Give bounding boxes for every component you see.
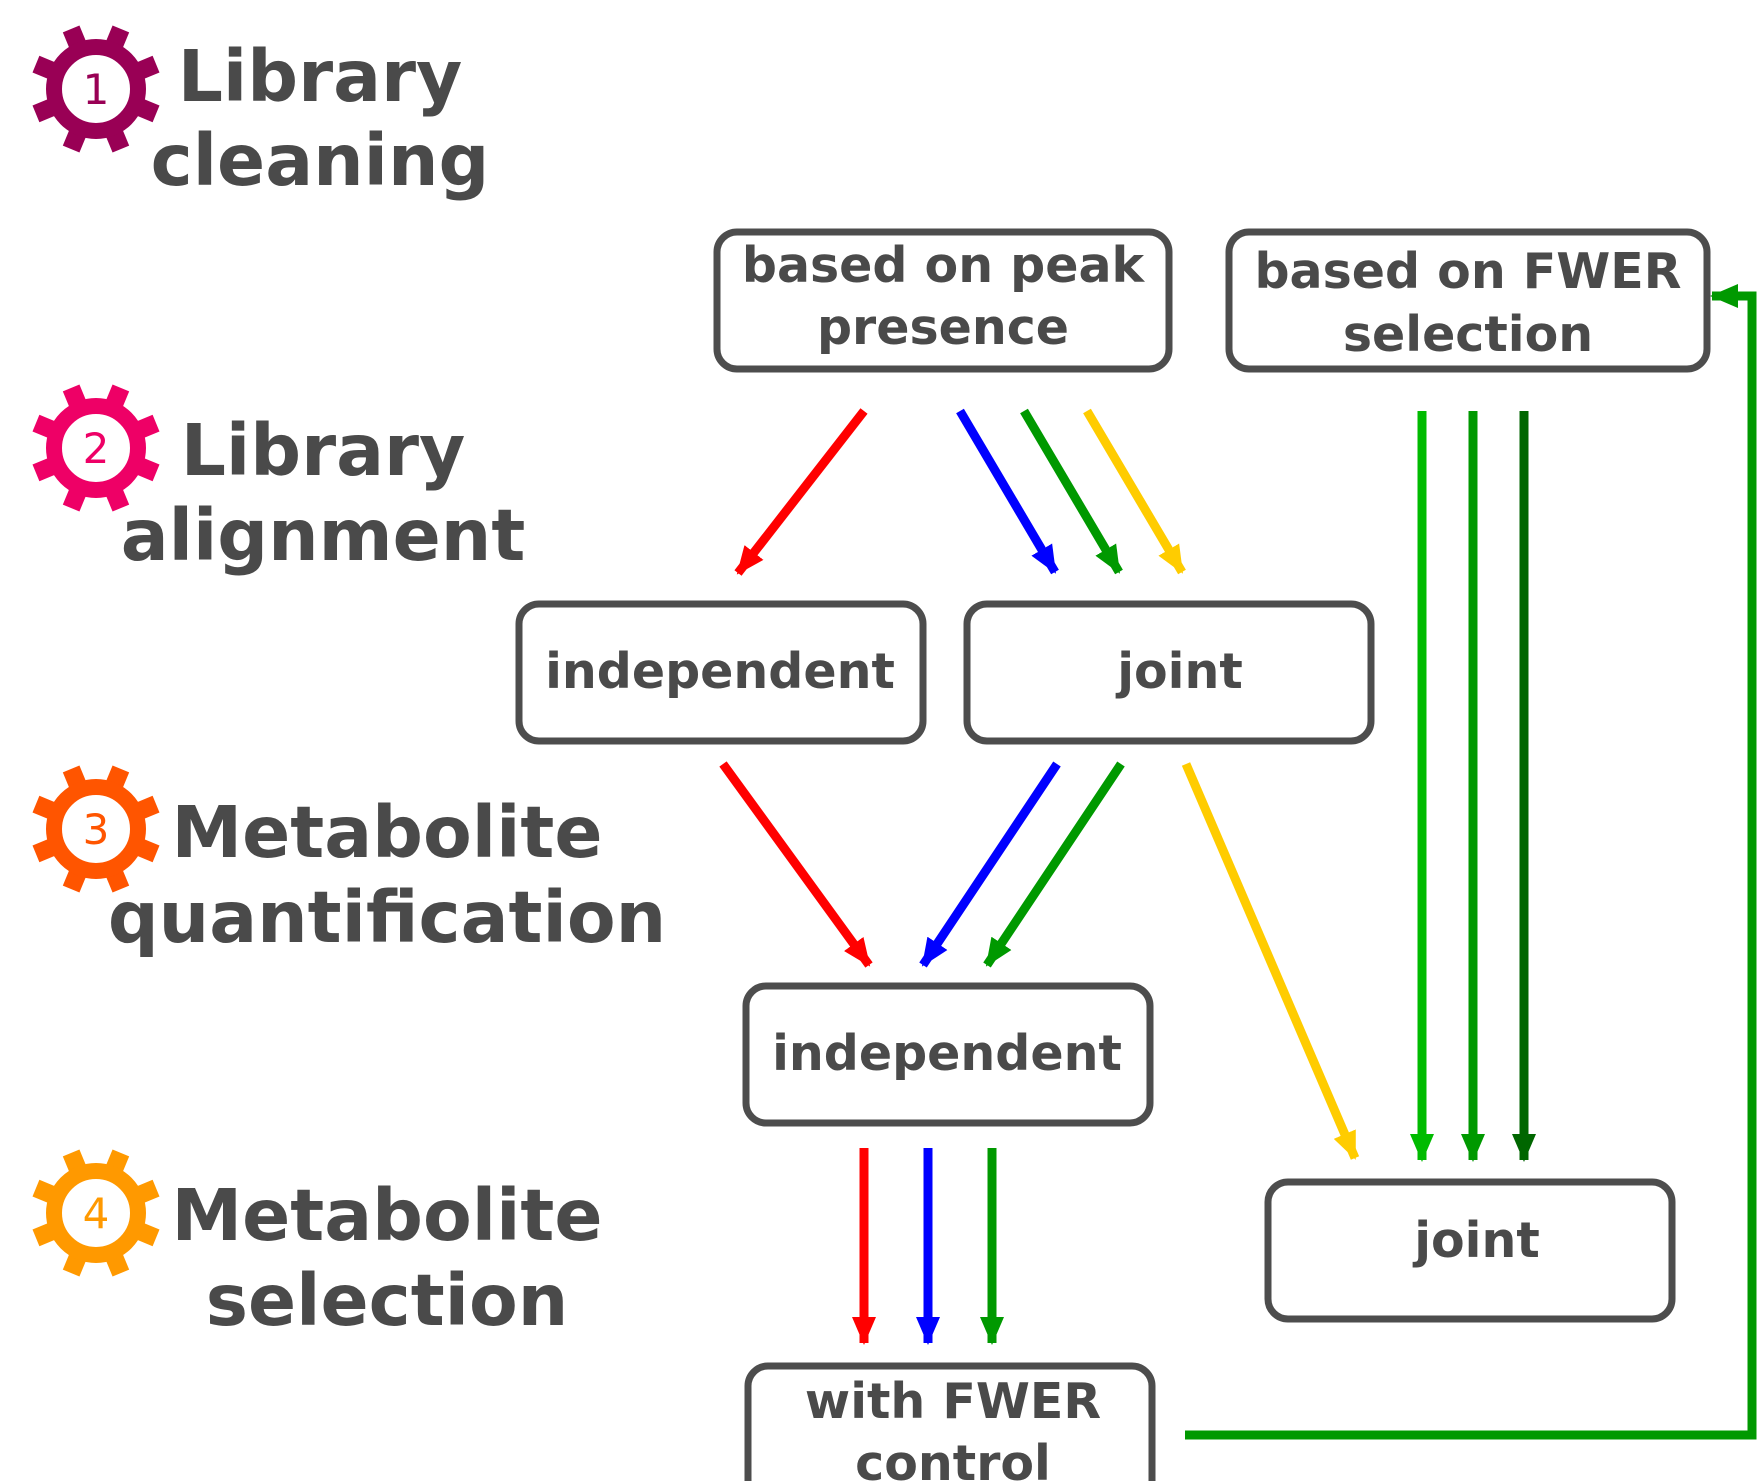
node-box [963,600,1375,745]
stage-number: 3 [83,805,110,854]
node-alignment-joint: joint [963,600,1375,745]
stage-number: 2 [83,424,110,473]
arrow-red [734,408,868,576]
node-quantification-joint: joint [1264,1178,1676,1323]
gear-ring [46,39,146,139]
arrow-yellow [1181,762,1360,1160]
stage-title-line-2: alignment [121,494,526,577]
node-label: joint [1412,1212,1540,1269]
node-box [713,228,1173,373]
node-box [744,1362,1156,1481]
gear-icon [32,25,160,153]
node-label-line-1: based on peak [742,237,1146,294]
node-label-line-2: presence [817,299,1069,356]
stage-title-line-2: selection [206,1259,569,1342]
stage-title-line-1: Library [181,409,466,492]
stage-title-line-2: cleaning [151,119,490,202]
node-label-line-1: with FWER [805,1373,1101,1430]
arrows [719,284,1757,1440]
node-label-line-2: selection [1343,306,1593,363]
node-label: joint [1115,643,1243,700]
node-cleaning-fwer: based on FWER selection [1225,228,1711,373]
arrow-red [719,761,873,968]
node-label-line-1: based on FWER [1254,243,1681,300]
node-box [1264,1178,1676,1323]
node-quantification-independent: independent [742,982,1154,1127]
node-cleaning-peak: based on peak presence [713,228,1173,373]
node-label: independent [545,643,895,700]
node-label-line-2: control [855,1435,1051,1481]
node-box [742,982,1154,1127]
arrow-blue [956,408,1059,575]
arrow-green [1020,408,1123,575]
stage-3: 3 Metabolite quantification [32,765,666,959]
stage-title-line-1: Metabolite [171,1174,602,1257]
arrow-green [983,761,1125,968]
gear-icon [32,765,160,893]
gear-icon [32,1149,160,1277]
gear-ring [46,1163,146,1263]
stage-number: 1 [83,65,110,114]
node-box [1225,228,1711,373]
stage-title-line-2: quantification [108,876,666,959]
node-selection-fwer: with FWER control [744,1362,1156,1481]
arrow-yellow [1083,408,1186,575]
arrow-blue [919,761,1061,968]
stage-4: 4 Metabolite selection [32,1149,603,1342]
stage-title-line-1: Metabolite [171,791,602,874]
node-alignment-independent: independent [515,600,927,745]
gear-icon [32,384,160,512]
gear-ring [46,398,146,498]
node-label: independent [772,1025,1122,1082]
gear-ring [46,779,146,879]
stage-2: 2 Library alignment [32,384,526,577]
node-box [515,600,927,745]
stage-1: 1 Library cleaning [32,25,490,202]
stage-title-line-1: Library [178,35,463,118]
stage-number: 4 [83,1189,110,1238]
